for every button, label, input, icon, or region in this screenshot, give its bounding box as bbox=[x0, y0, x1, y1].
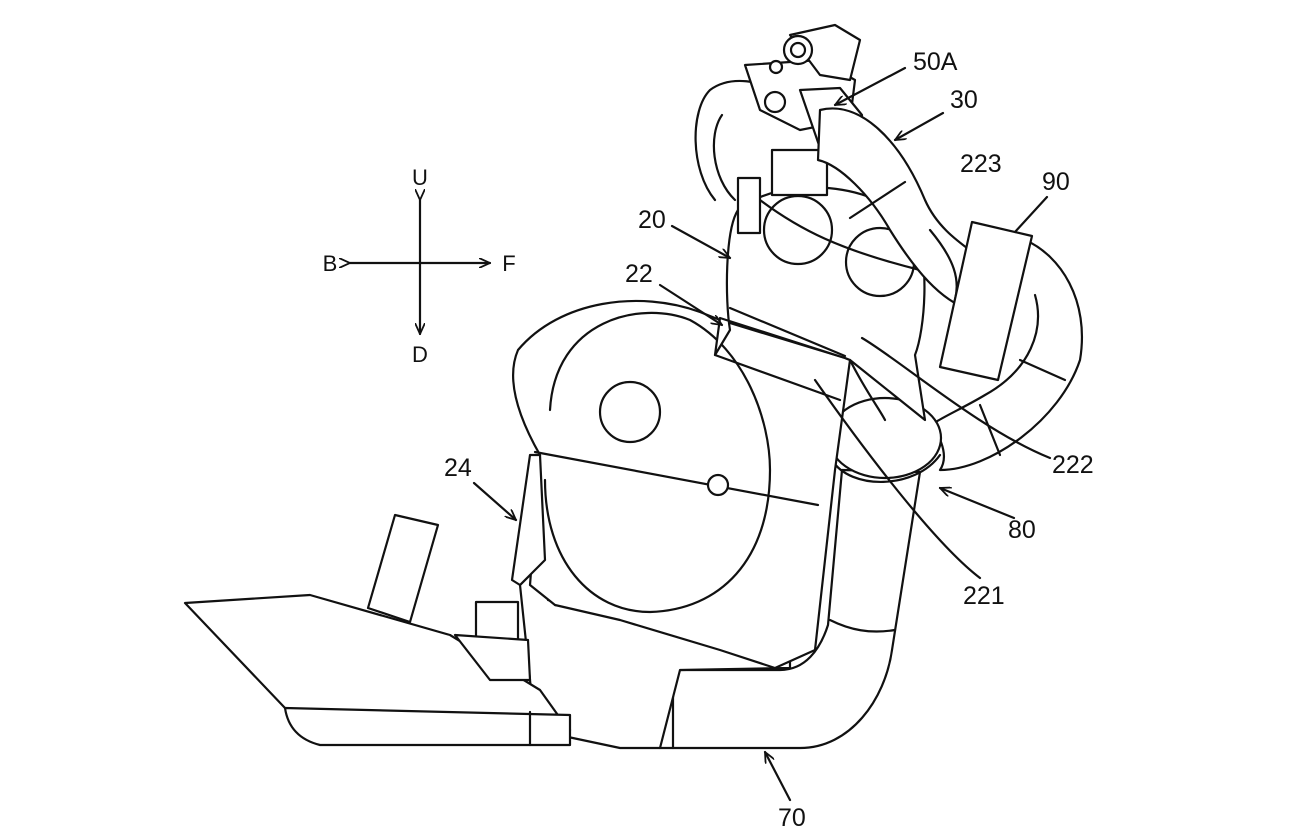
label-80: 80 bbox=[1008, 516, 1036, 544]
label-222: 222 bbox=[1052, 451, 1094, 479]
direction-back-label: B bbox=[323, 251, 338, 276]
label-22: 22 bbox=[625, 260, 653, 288]
direction-front-label: F bbox=[502, 251, 515, 276]
label-223: 223 bbox=[960, 150, 1002, 178]
canister-90 bbox=[938, 220, 1034, 382]
direction-up-label: U bbox=[412, 165, 428, 190]
leader-lines bbox=[472, 66, 1052, 802]
label-70: 70 bbox=[778, 804, 806, 830]
label-20: 20 bbox=[638, 206, 666, 234]
front-skid bbox=[183, 513, 572, 747]
direction-down-label: D bbox=[412, 342, 428, 367]
exhaust-pipe bbox=[658, 396, 943, 750]
cylinder-block bbox=[512, 299, 852, 670]
label-50a: 50A bbox=[913, 48, 958, 76]
bracket-24 bbox=[510, 453, 547, 587]
label-221: 221 bbox=[963, 582, 1005, 610]
label-24: 24 bbox=[444, 454, 472, 482]
direction-compass: U D B F bbox=[323, 165, 516, 367]
cylinder-head bbox=[713, 186, 927, 422]
label-30: 30 bbox=[950, 86, 978, 114]
reference-numerals: 50A 30 223 90 20 22 222 80 24 221 70 bbox=[444, 48, 1094, 830]
label-90: 90 bbox=[1042, 168, 1070, 196]
